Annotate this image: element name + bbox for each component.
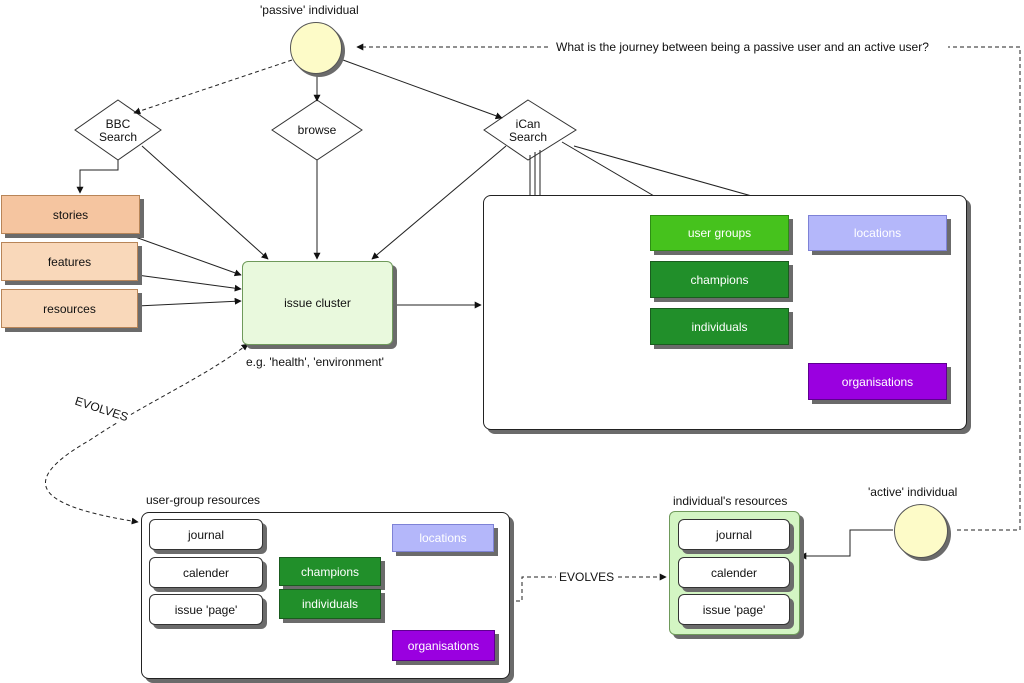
journey-question-label: What is the journey between being a pass… (552, 40, 933, 54)
bbc-to-stories (76, 160, 119, 194)
passive-to-bbc-dashed (133, 59, 293, 115)
active-to-resources (799, 529, 893, 560)
issue-example-label: e.g. 'health', 'environment' (246, 355, 384, 369)
ican-search-diamond (483, 99, 577, 161)
stories-to-cluster (123, 232, 242, 277)
stories-box: stories (1, 195, 140, 234)
bbc-search-line1: BBC (105, 117, 131, 131)
ug-issue-page-box: issue 'page' (149, 594, 263, 625)
evolves-bottom-label: EVOLVES (556, 570, 618, 584)
ug-calender-box: calender (149, 557, 263, 588)
bbc-to-cluster (141, 145, 269, 260)
passive-individual-circle (290, 22, 342, 74)
ican-to-cluster (371, 145, 507, 260)
user-group-resources-title: user-group resources (146, 493, 261, 507)
features-to-cluster (136, 274, 242, 292)
ug-organisations-box: organisations (392, 630, 495, 661)
individuals-box: individuals (650, 308, 789, 345)
user-groups-box: user groups (650, 215, 789, 251)
ir-issue-page-box: issue 'page' (678, 594, 790, 625)
evolves-curve-left (45, 343, 249, 525)
ug-journal-box: journal (149, 519, 263, 550)
champions-box: champions (650, 261, 789, 298)
ir-journal-box: journal (678, 519, 790, 550)
locations-box: locations (808, 215, 947, 251)
passive-to-ican (342, 59, 503, 120)
passive-individual-label: 'passive' individual (260, 3, 359, 17)
ug-individuals-box: individuals (279, 589, 381, 619)
organisations-box: organisations (808, 363, 947, 400)
bbc-search-label: BBC Search (93, 118, 143, 144)
browse-label: browse (297, 123, 337, 137)
resources-to-cluster (136, 297, 242, 307)
journey-loop-dashed (948, 46, 1021, 531)
ican-search-line2: Search (508, 130, 548, 144)
ican-search-line1: iCan (515, 117, 541, 131)
active-individual-label: 'active' individual (868, 485, 958, 499)
ir-calender-box: calender (678, 557, 790, 588)
individual-resources-title: individual's resources (673, 494, 788, 508)
ican-search-label: iCan Search (503, 118, 553, 144)
ug-champions-box: champions (279, 557, 381, 586)
bbc-search-line2: Search (98, 130, 138, 144)
issue-cluster-box: issue cluster (242, 261, 393, 345)
active-individual-circle (894, 504, 948, 558)
features-box: features (1, 242, 138, 281)
ug-locations-box: locations (392, 524, 494, 552)
resources-box: resources (1, 289, 138, 328)
